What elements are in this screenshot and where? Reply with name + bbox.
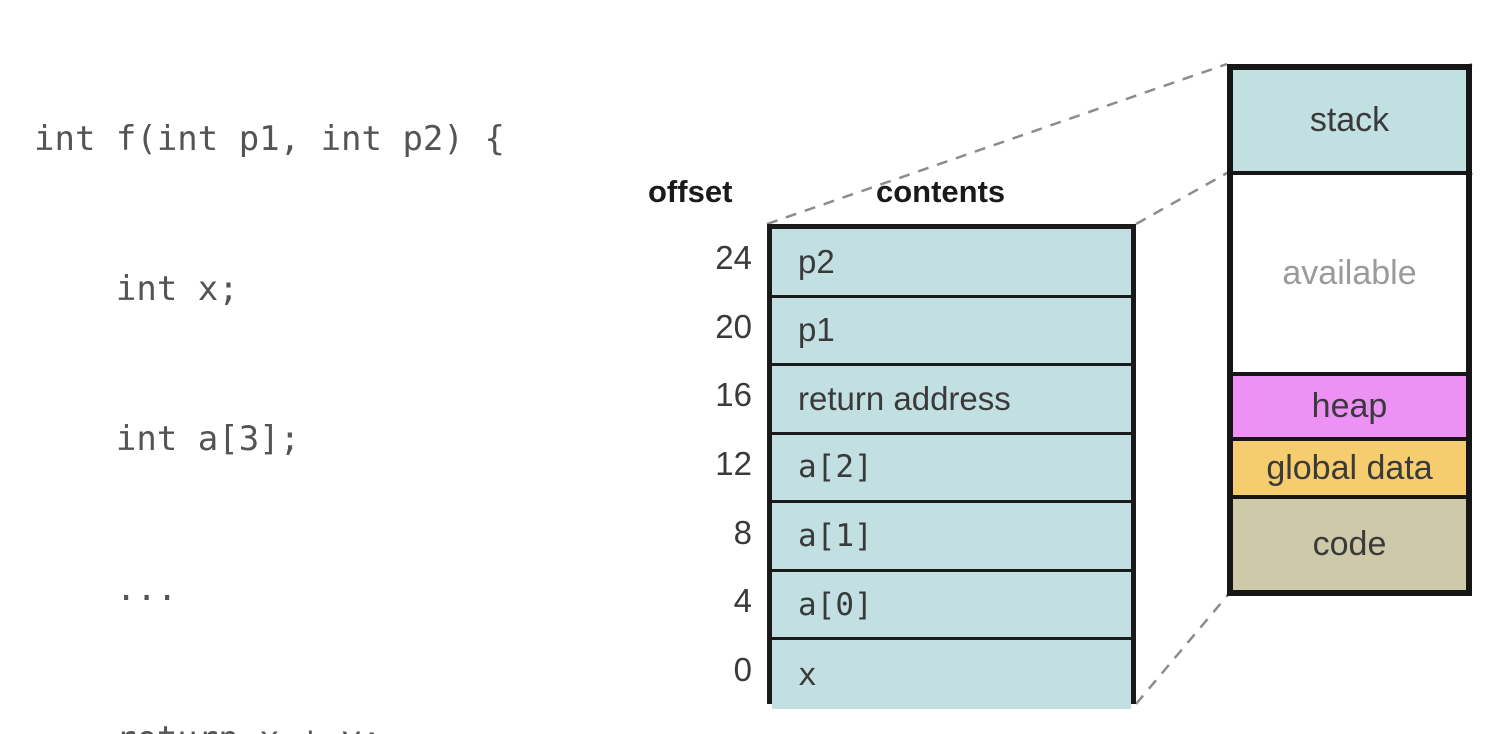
stack-frame-row: a[1] xyxy=(772,503,1131,572)
stack-frame-row: p2 xyxy=(772,229,1131,298)
connector-bottom-right xyxy=(1135,595,1228,705)
source-code-listing: int f(int p1, int p2) { int x; int a[3];… xyxy=(34,14,505,734)
offset-value: 24 xyxy=(715,239,752,277)
stack-frame-table: p2 p1 return address a[2] a[1] a[0] x xyxy=(767,224,1136,709)
memory-region-available: available xyxy=(1233,175,1466,376)
memory-region-code: code xyxy=(1233,499,1466,590)
offset-value: 16 xyxy=(715,376,752,414)
code-line: return x + y; xyxy=(34,714,505,734)
memory-region-stack: stack xyxy=(1233,70,1466,175)
column-header-offset: offset xyxy=(648,174,733,209)
offset-column: 24 20 16 12 8 4 0 xyxy=(636,224,752,704)
column-header-contents: contents xyxy=(876,174,1006,209)
offset-value: 0 xyxy=(733,650,752,688)
offset-value: 20 xyxy=(715,307,752,345)
code-line: int a[3]; xyxy=(34,419,301,459)
offset-value: 12 xyxy=(715,444,752,482)
memory-region-global-data: global data xyxy=(1233,441,1466,499)
stack-frame-row: a[2] xyxy=(772,434,1131,504)
code-line: int x; xyxy=(34,269,239,309)
code-line: int f(int p1, int p2) { xyxy=(34,119,505,159)
memory-layout-box: stack available heap global data code xyxy=(1227,64,1472,596)
stack-frame-row: p1 xyxy=(772,297,1131,367)
stack-frame-row: a[0] xyxy=(772,571,1131,641)
offset-value: 8 xyxy=(733,513,752,551)
memory-region-heap: heap xyxy=(1233,376,1466,441)
stack-frame-row: x xyxy=(772,640,1131,709)
offset-value: 4 xyxy=(733,582,752,620)
connector-top-right xyxy=(1135,171,1228,226)
stack-frame-row: return address xyxy=(772,366,1131,435)
code-line: ... xyxy=(34,569,178,609)
